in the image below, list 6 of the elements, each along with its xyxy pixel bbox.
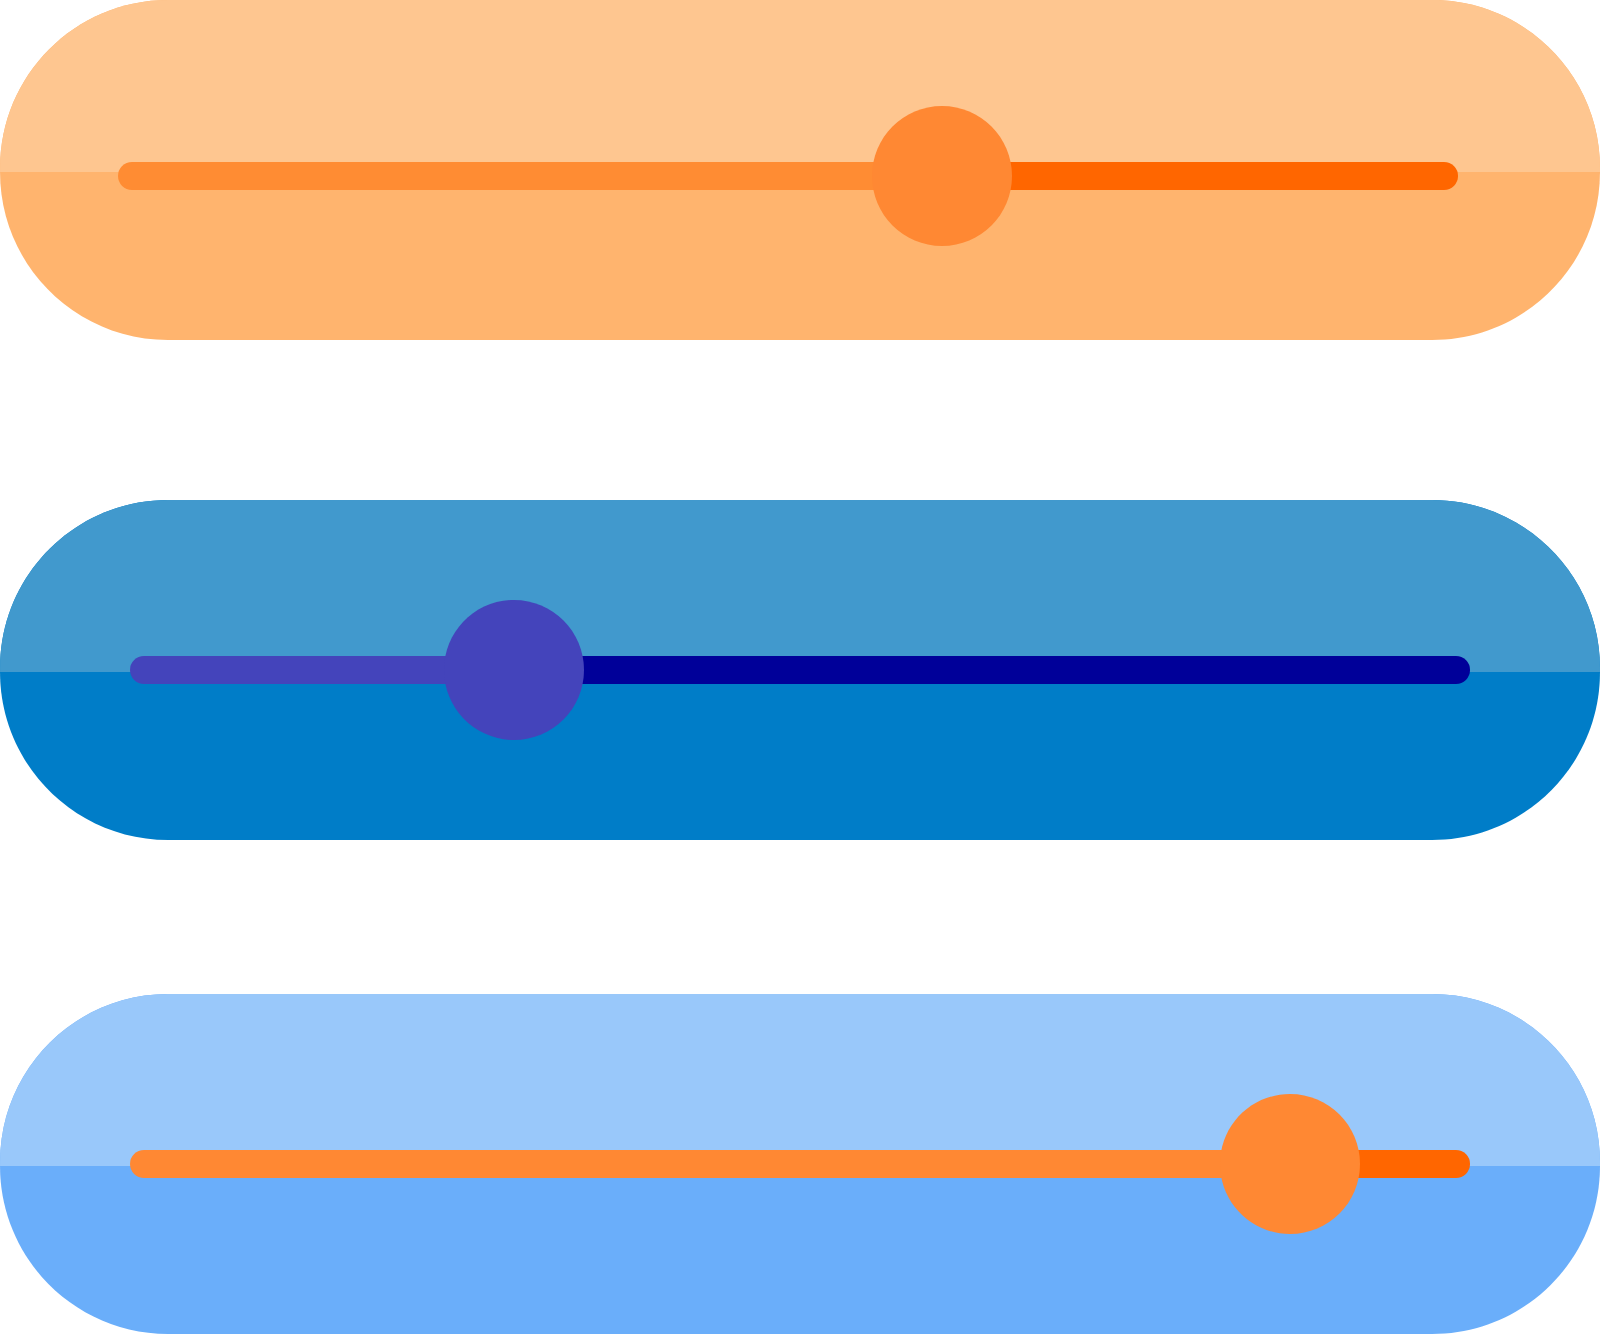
slider-track-bar [0,500,1600,840]
slider-track-bar [0,0,1600,340]
slider-knob [444,600,584,740]
slider-knob [1220,1094,1360,1234]
slider-track-bar [0,994,1600,1334]
slider-knob [872,106,1012,246]
